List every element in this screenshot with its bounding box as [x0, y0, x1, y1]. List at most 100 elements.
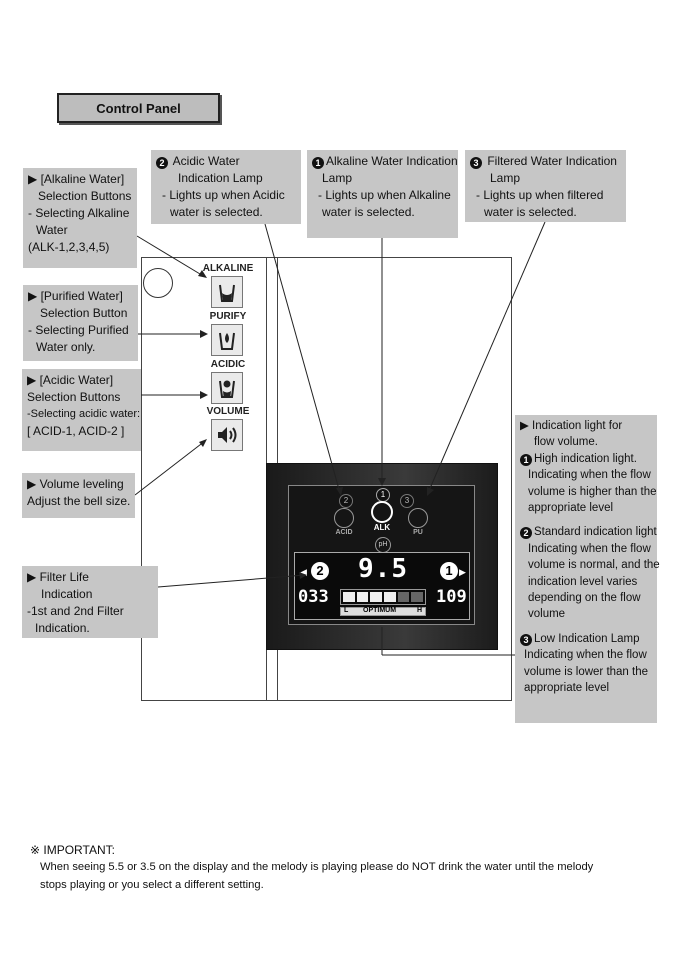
callout-line: water is selected. [170, 205, 263, 219]
number-3-icon: 3 [470, 157, 482, 169]
callout-line: (ALK-1,2,3,4,5) [28, 240, 110, 254]
callout-line: -Selecting acidic water: [27, 408, 141, 420]
callout-line: depending on the flow [528, 592, 641, 605]
callout-line: Indication [41, 587, 93, 601]
callout-line: water is selected. [484, 205, 577, 219]
number-1-icon: 1 [520, 453, 532, 466]
volume-label: VOLUME [206, 406, 250, 417]
right-filter-number: 1 [440, 562, 458, 580]
volume-button[interactable] [211, 419, 243, 451]
callout-line: Selection Buttons [38, 189, 132, 203]
arrowhead-purified [200, 330, 208, 338]
callout-line: ▶ [Alkaline Water] [28, 172, 125, 186]
callout-volume: ▶ Volume leveling Adjust the bell size. [22, 473, 135, 518]
callout-line: Lamp [322, 171, 353, 185]
arrowhead-acidic-lamp [336, 487, 343, 496]
leader-acidic-lamp [264, 223, 341, 494]
arrowhead-acidic [200, 391, 208, 399]
ph-value: 9.5 [358, 554, 408, 584]
important-line-2: stops playing or you select a different … [40, 879, 264, 891]
flow-segment [343, 592, 355, 602]
cup-icon [219, 284, 235, 302]
callout-line: Indicating when the flow [528, 542, 651, 555]
important-line-1: When seeing 5.5 or 3.5 on the display an… [40, 861, 594, 873]
speaker-icon [218, 427, 237, 443]
pu-lamp-label: PU [413, 529, 423, 536]
leader-alkaline [136, 235, 206, 278]
callout-line: Selection Button [40, 306, 128, 320]
alkaline-label: ALKALINE [202, 263, 254, 274]
right-arrow-icon: ▶ [459, 567, 466, 577]
alk-lamp-label: ALK [373, 523, 391, 532]
callout-line: ▶ Volume leveling [27, 477, 124, 491]
marker-1: 1 [376, 488, 390, 502]
callout-line: volume is normal, and the [528, 559, 660, 572]
callout-text: High indication light. [534, 452, 637, 465]
callout-line: Indicating when the flow [528, 469, 651, 482]
display-screen: 2 1 3 ACID ALK PU pH 9.5 ◀ 2 1 ▶ 033 109 [288, 485, 475, 625]
left-count: 033 [298, 587, 329, 607]
callout-line: - Lights up when filtered [476, 188, 604, 202]
acid-lamp-label: ACID [335, 529, 353, 536]
right-count: 109 [436, 587, 467, 607]
lcd: 9.5 ◀ 2 1 ▶ 033 109 L OPTIMUM H [294, 552, 470, 620]
callout-acidic-buttons: ▶ [Acidic Water] Selection Buttons -Sele… [22, 369, 141, 451]
callout-spacer [520, 516, 652, 524]
flow-scale: L OPTIMUM H [340, 607, 426, 616]
callout-alkaline-buttons: ▶ [Alkaline Water] Selection Buttons - S… [23, 168, 137, 268]
left-arrow-icon: ◀ [300, 567, 307, 577]
callout-line: volume is lower than the [524, 665, 649, 678]
callout-line: flow volume. [534, 436, 598, 449]
flow-segment [356, 592, 369, 602]
drop-cup-icon [219, 332, 235, 350]
callout-line: indication level varies [528, 575, 638, 588]
device-outline [141, 257, 512, 701]
arrowhead-filtered-lamp [427, 487, 434, 496]
cup-minus-icon [219, 380, 235, 398]
display-panel: 2 1 3 ACID ALK PU pH 9.5 ◀ 2 1 ▶ 033 109 [266, 463, 498, 650]
flow-optimum-label: OPTIMUM [363, 607, 397, 614]
callout-line: appropriate level [528, 502, 614, 515]
callout-line: ▶ Indication light for [520, 420, 623, 432]
acid-lamp [334, 508, 354, 528]
flow-segment [397, 592, 410, 602]
flow-low-label: L [344, 607, 349, 614]
purify-button[interactable] [211, 324, 243, 356]
callout-line: 2 Acidic Water [156, 153, 296, 170]
callout-line: [ ACID-1, ACID-2 ] [27, 424, 125, 438]
marker-2: 2 [339, 494, 353, 508]
callout-text: Alkaline Water Indication [326, 154, 458, 168]
device-circle [143, 268, 173, 298]
callout-text: Filtered Water Indication [487, 154, 617, 168]
pu-lamp [408, 508, 428, 528]
acidic-label: ACIDIC [210, 359, 246, 370]
callout-line: Selection Buttons [27, 390, 121, 404]
arrowhead-volume [199, 439, 207, 447]
flow-high-label: H [417, 607, 423, 614]
callout-line: 3 Filtered Water Indication [470, 153, 621, 170]
number-2-icon: 2 [156, 157, 168, 169]
callout-text: Low Indication Lamp [534, 632, 640, 645]
callout-acidic-lamp: 2 Acidic Water Indication Lamp - Lights … [151, 150, 301, 224]
number-2-icon: 2 [520, 527, 532, 540]
callout-line: ▶ [Acidic Water] [27, 373, 114, 387]
page-title: Control Panel [96, 101, 181, 116]
purify-label: PURIFY [209, 311, 247, 322]
callout-line: Adjust the bell size. [27, 494, 131, 508]
acidic-button[interactable] [211, 372, 243, 404]
callout-line: Water [36, 223, 68, 237]
title-box: Control Panel [57, 93, 220, 123]
callout-line: Lamp [490, 171, 521, 185]
important-heading: ※ IMPORTANT: [30, 843, 115, 857]
callout-line: water is selected. [322, 205, 415, 219]
callout-line: Water only. [36, 340, 96, 354]
callout-line: ▶ Filter Life [27, 570, 89, 584]
callout-line: appropriate level [524, 682, 610, 695]
alkaline-button[interactable] [211, 276, 243, 308]
flow-segment [370, 592, 383, 602]
callout-text: Acidic Water [172, 154, 240, 168]
